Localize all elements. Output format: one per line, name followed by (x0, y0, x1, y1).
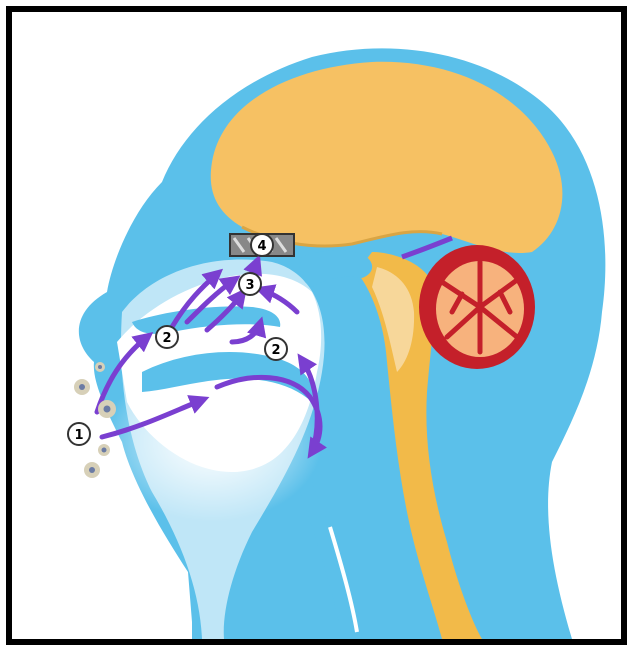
cerebellum (419, 245, 535, 369)
step-marker-3-label: 3 (245, 278, 254, 293)
step-marker-2b: 2 (265, 338, 287, 360)
head-cross-section-diagram: 1 2 2 3 4 (12, 12, 621, 639)
diagram-frame: 1 2 2 3 4 (6, 6, 627, 645)
step-marker-1-label: 1 (74, 428, 83, 443)
step-marker-4-label: 4 (257, 239, 266, 254)
pollen-particle-icon (98, 400, 116, 418)
pollen-particle-icon (98, 444, 110, 456)
step-marker-2a-label: 2 (162, 331, 171, 346)
step-marker-4: 4 (251, 234, 273, 256)
step-marker-1: 1 (68, 423, 90, 445)
step-marker-2a: 2 (156, 326, 178, 348)
step-marker-2b-label: 2 (271, 343, 280, 358)
pollen-particle-icon (84, 462, 100, 478)
pollen-particle-icon (74, 379, 90, 395)
step-marker-3: 3 (239, 273, 261, 295)
pollen-particle-icon (95, 362, 105, 372)
